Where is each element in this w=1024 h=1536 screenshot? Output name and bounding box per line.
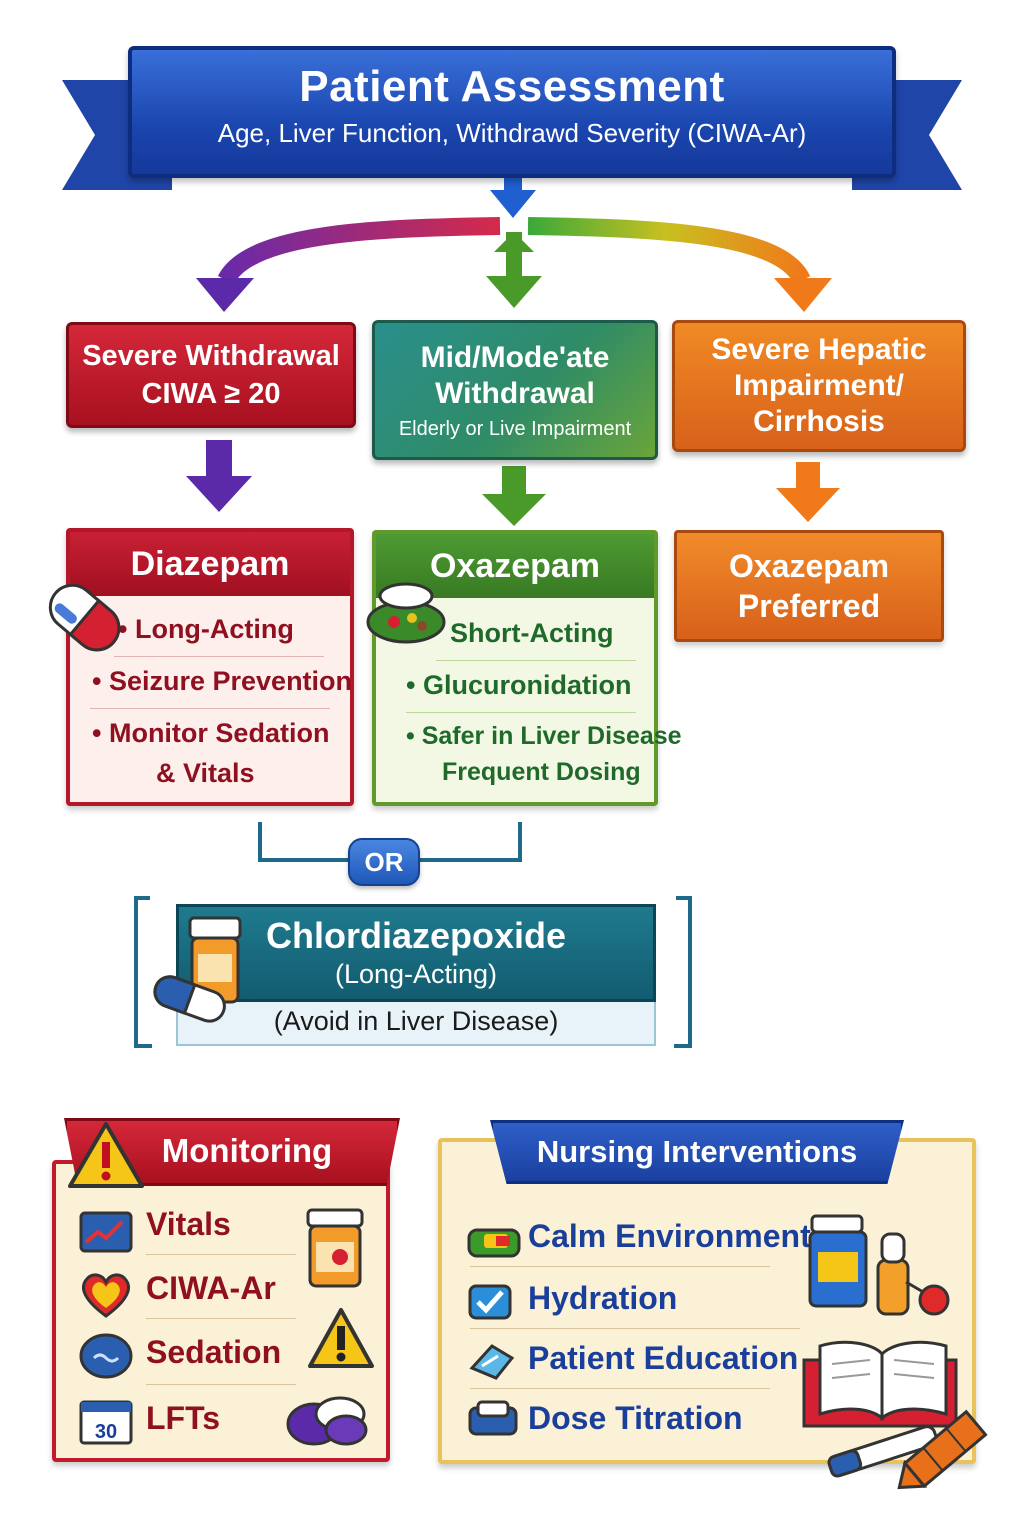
caution-icon: [308, 1308, 374, 1368]
calendar-icon: 30: [79, 1400, 133, 1445]
severe-withdrawal-label: Severe Withdrawal: [82, 340, 340, 372]
sedation-icon: [79, 1333, 133, 1379]
hepatic-line1: Severe Hepatic: [711, 333, 927, 366]
oxazepam-divider-2: [406, 712, 636, 713]
patient-assessment-banner: Patient Assessment Age, Liver Function, …: [128, 46, 896, 178]
arrow-to-severe: [217, 217, 501, 285]
chlordiazepoxide-header: Chlordiazepoxide (Long-Acting): [176, 904, 656, 1002]
chlor-bracket-right: [674, 896, 692, 1048]
arrow-mild-to-oxazepam: [482, 466, 546, 526]
page-subtitle: Age, Liver Function, Withdrawd Severity …: [217, 118, 807, 148]
checkmark-icon: [468, 1284, 512, 1320]
pills-icon: [286, 1396, 368, 1446]
diazepam-bullet-3: • Monitor Sedation: [92, 718, 330, 748]
monitoring-divider-3: [146, 1384, 296, 1385]
severe-withdrawal-box: Severe Withdrawal CIWA ≥ 20: [66, 322, 356, 428]
mild-title-line2: Withdrawal: [435, 376, 595, 410]
oxazepam-preferred-line1: Oxazepam: [728, 548, 890, 584]
nursing-item-hydration: Hydration: [528, 1280, 678, 1316]
diazepam-bullet-3b: & Vitals: [156, 758, 255, 788]
arrow-head-hepatic: [774, 278, 832, 312]
or-bracket: [258, 822, 522, 862]
ciwa-threshold-label: CIWA ≥ 20: [141, 378, 281, 410]
diazepam-bullet-2: • Seizure Prevention: [92, 666, 353, 696]
oxazepam-bullet-1: Short-Acting: [450, 618, 614, 648]
capsule-icon: [48, 583, 121, 652]
chlordiazepoxide-title: Chlordiazepoxide: [265, 915, 567, 956]
monitoring-item-ciwa: CIWA-Ar: [146, 1270, 276, 1306]
diazepam-bullet-1: • Long-Acting: [118, 614, 294, 644]
monitoring-divider-1: [146, 1254, 296, 1255]
diazepam-card: Diazepam • Long-Acting • Seizure Prevent…: [66, 528, 354, 806]
oxazepam-preferred-box: Oxazepam Preferred: [674, 530, 944, 642]
monitoring-item-lfts: LFTs: [146, 1400, 221, 1436]
chlor-bracket-left: [134, 896, 152, 1048]
pill-tray-icon: [366, 582, 446, 644]
svg-text:30: 30: [95, 1421, 117, 1443]
nursing-title: Nursing Interventions: [536, 1134, 858, 1169]
nursing-item-dose-titration: Dose Titration: [528, 1400, 743, 1436]
calm-environment-icon: [467, 1228, 521, 1258]
oxazepam-card: Oxazepam Short-Acting • Glucuronidation …: [372, 530, 682, 806]
oxazepam-divider-1: [436, 660, 636, 661]
diazepam-title: Diazepam: [70, 532, 350, 596]
medication-supplies-icon: [808, 1214, 950, 1316]
or-badge: OR: [348, 838, 420, 886]
arrow-head-mild: [486, 276, 542, 308]
nursing-divider-1: [470, 1266, 770, 1267]
oxazepam-bullet-2: • Glucuronidation: [406, 670, 632, 700]
nursing-divider-3: [470, 1388, 770, 1389]
diazepam-divider-1: [114, 656, 324, 657]
nursing-item-calm-environment: Calm Environment: [528, 1218, 811, 1254]
oxazepam-bullet-3: • Safer in Liver Disease: [406, 722, 682, 750]
pen-and-crayon-icon: [827, 1409, 988, 1490]
warning-icon: [68, 1122, 144, 1188]
arrow-to-hepatic: [527, 217, 811, 285]
diazepam-divider-2: [90, 708, 330, 709]
mild-note: Elderly or Live Impairment: [398, 417, 632, 440]
pill-bottle-icon: [153, 916, 242, 1023]
oxazepam-preferred-line2: Preferred: [737, 588, 881, 624]
monitoring-divider-2: [146, 1318, 296, 1319]
monitoring-item-sedation: Sedation: [146, 1334, 282, 1370]
arrow-severe-to-diazepam: [186, 440, 252, 512]
chlordiazepoxide-note: (Avoid in Liver Disease): [273, 1006, 559, 1036]
monitoring-item-vitals: Vitals: [146, 1206, 231, 1242]
chlordiazepoxide-subtitle: (Long-Acting): [334, 959, 498, 989]
medicine-bottle-icon: [306, 1208, 364, 1288]
nursing-divider-2: [470, 1328, 800, 1329]
vitals-chart-icon: [79, 1211, 133, 1253]
mild-moderate-withdrawal-box: Mid/Mode'ate Withdrawal Elderly or Live …: [372, 320, 658, 460]
arrow-hepatic-to-oxazepam: [776, 462, 840, 522]
oxazepam-bullet-3b: Frequent Dosing: [442, 758, 641, 786]
nursing-item-patient-education: Patient Education: [528, 1340, 799, 1376]
heart-icon: [82, 1273, 130, 1318]
hepatic-line3: Cirrhosis: [753, 405, 885, 438]
hepatic-line2: Impairment/: [733, 369, 905, 402]
book-icon: [802, 1340, 958, 1428]
education-icon: [469, 1344, 515, 1380]
arrow-head-severe: [196, 278, 254, 312]
page-title: Patient Assessment: [299, 62, 725, 111]
mild-title-line1: Mid/Mode'ate: [420, 340, 610, 374]
nursing-header: Nursing Interventions: [490, 1120, 904, 1184]
dose-titration-icon: [468, 1400, 518, 1436]
severe-hepatic-box: Severe Hepatic Impairment/ Cirrhosis: [672, 320, 966, 452]
monitoring-title: Monitoring: [161, 1132, 333, 1169]
